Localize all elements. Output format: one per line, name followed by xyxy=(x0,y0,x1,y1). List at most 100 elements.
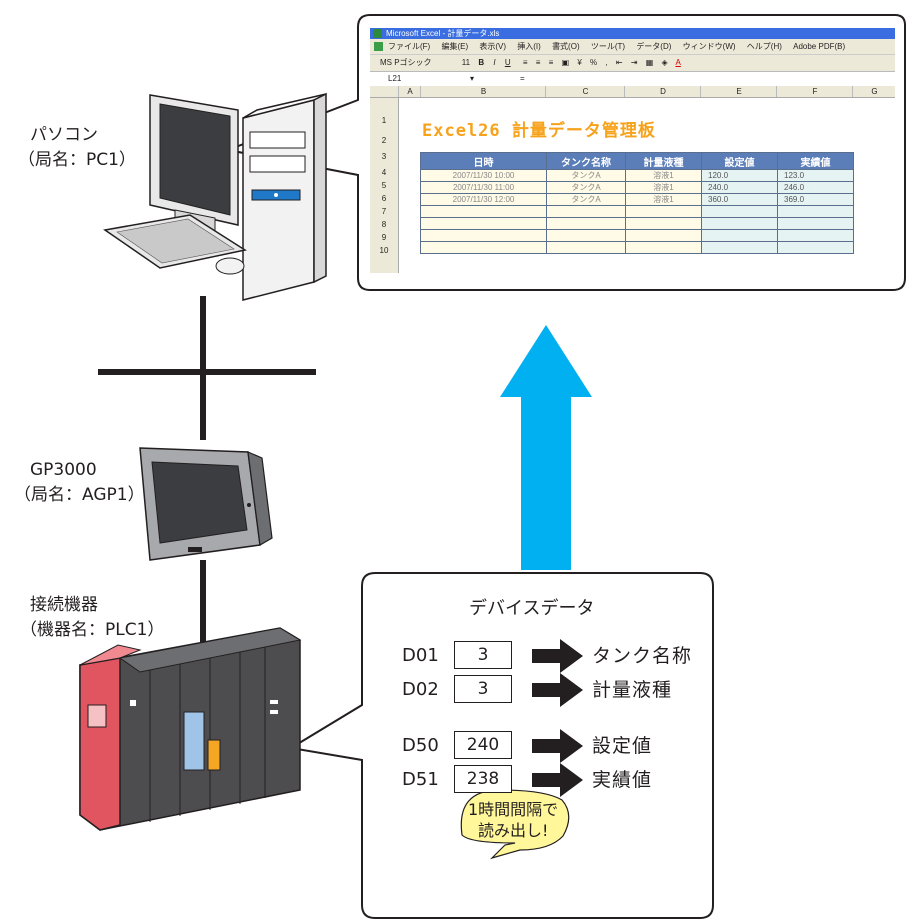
row-header[interactable]: 6 xyxy=(381,194,387,203)
table-cell[interactable]: 溶液1 xyxy=(625,181,702,194)
excel-window-title: Microsoft Excel - 計量データ.xls xyxy=(386,29,500,38)
row-header[interactable]: 5 xyxy=(381,181,387,190)
name-box-dropdown-icon[interactable]: ▾ xyxy=(470,74,475,83)
table-cell[interactable]: 2007/11/30 10:00 xyxy=(420,169,547,182)
formula-bar: L21 ▾ = xyxy=(370,72,895,87)
table-header-cell[interactable]: タンク名称 xyxy=(546,152,626,170)
table-cell[interactable]: 360.0 xyxy=(701,193,778,206)
table-cell[interactable] xyxy=(546,205,626,218)
sheet-title: Excel26 計量データ管理板 xyxy=(422,121,656,141)
table-cell[interactable] xyxy=(546,241,626,254)
table-cell[interactable] xyxy=(420,229,547,242)
name-box[interactable]: L21 xyxy=(388,74,402,83)
row-header[interactable]: 2 xyxy=(381,136,387,145)
gp-station-label: （局名：AGP1） xyxy=(14,485,145,505)
table-cell[interactable]: タンクA xyxy=(546,181,626,194)
align-center-icon[interactable]: ≡ xyxy=(535,58,541,67)
column-header[interactable]: A xyxy=(398,86,421,97)
table-cell[interactable] xyxy=(777,205,854,218)
table-cell[interactable]: 240.0 xyxy=(701,181,778,194)
table-cell[interactable]: タンクA xyxy=(546,169,626,182)
arrow-d50 xyxy=(532,729,583,763)
row-header[interactable]: 1 xyxy=(381,116,387,125)
table-cell[interactable] xyxy=(420,241,547,254)
device-target-label: 実績値 xyxy=(592,769,653,791)
menu-item[interactable]: 挿入(I) xyxy=(517,42,541,51)
table-cell[interactable] xyxy=(420,205,547,218)
table-header-cell[interactable]: 設定値 xyxy=(701,152,778,170)
column-header[interactable]: C xyxy=(545,86,625,97)
row-header[interactable]: 8 xyxy=(381,220,387,229)
font-size-select[interactable]: 11 xyxy=(461,58,471,67)
outdent-icon[interactable]: ⇥ xyxy=(630,58,638,67)
arrow-d02 xyxy=(532,673,583,707)
pc-name-label: パソコン xyxy=(30,125,98,145)
excel-menu-bar: ファイル(F) 編集(E) 表示(V) 挿入(I) 書式(O) ツール(T) デ… xyxy=(370,39,895,55)
table-cell[interactable] xyxy=(625,229,702,242)
table-row: 2007/11/30 12:00 タンクA 溶液1 360.0 369.0 xyxy=(420,193,854,206)
column-header[interactable]: D xyxy=(624,86,701,97)
column-header[interactable]: F xyxy=(776,86,853,97)
table-header-cell[interactable]: 計量液種 xyxy=(625,152,702,170)
row-header[interactable]: 9 xyxy=(381,233,387,242)
gp3000-illustration xyxy=(139,447,273,561)
borders-icon[interactable]: ▦ xyxy=(645,58,654,67)
column-header[interactable]: G xyxy=(852,86,895,97)
table-cell[interactable]: 246.0 xyxy=(777,181,854,194)
table-header-cell[interactable]: 日時 xyxy=(420,152,547,170)
fill-color-icon[interactable]: ◈ xyxy=(661,58,668,67)
percent-button[interactable]: % xyxy=(590,58,598,67)
table-cell[interactable] xyxy=(701,241,778,254)
indent-icon[interactable]: ⇤ xyxy=(615,58,623,67)
table-header-cell[interactable]: 実績値 xyxy=(777,152,854,170)
currency-icon[interactable]: ¥ xyxy=(577,58,582,67)
device-address: D01 xyxy=(402,645,439,666)
table-cell[interactable]: 120.0 xyxy=(701,169,778,182)
table-cell[interactable]: 溶液1 xyxy=(625,193,702,206)
underline-button[interactable]: U xyxy=(504,58,511,67)
menu-item[interactable]: Adobe PDF(B) xyxy=(793,42,846,51)
align-left-icon[interactable]: ≡ xyxy=(522,58,528,67)
excel-title-bar: Microsoft Excel - 計量データ.xls xyxy=(370,28,895,39)
column-header[interactable]: B xyxy=(420,86,546,97)
row-header[interactable]: 4 xyxy=(381,168,387,177)
table-cell[interactable]: 369.0 xyxy=(777,193,854,206)
table-cell[interactable] xyxy=(546,229,626,242)
menu-item[interactable]: ツール(T) xyxy=(590,42,626,51)
menu-item[interactable]: ヘルプ(H) xyxy=(746,42,782,51)
merge-cells-icon[interactable]: ▣ xyxy=(561,58,570,67)
bold-button[interactable]: B xyxy=(478,58,485,67)
table-cell[interactable]: 溶液1 xyxy=(625,169,702,182)
table-cell[interactable]: タンクA xyxy=(546,193,626,206)
italic-button[interactable]: I xyxy=(493,58,496,67)
comma-button[interactable]: , xyxy=(605,58,608,67)
table-cell[interactable] xyxy=(777,241,854,254)
table-cell[interactable]: 2007/11/30 12:00 xyxy=(420,193,547,206)
align-right-icon[interactable]: ≡ xyxy=(548,58,554,67)
table-cell[interactable] xyxy=(625,217,702,230)
table-cell[interactable] xyxy=(777,217,854,230)
menu-item[interactable]: 編集(E) xyxy=(441,42,469,51)
table-cell[interactable] xyxy=(625,205,702,218)
menu-item[interactable]: ファイル(F) xyxy=(388,42,431,51)
menu-item[interactable]: 表示(V) xyxy=(479,42,507,51)
font-color-button[interactable]: A xyxy=(675,58,681,67)
table-cell[interactable]: 2007/11/30 11:00 xyxy=(420,181,547,194)
font-name-select[interactable]: MS Pゴシック xyxy=(380,58,432,67)
menu-item[interactable]: 書式(O) xyxy=(552,42,580,51)
table-cell[interactable]: 123.0 xyxy=(777,169,854,182)
table-cell[interactable] xyxy=(701,229,778,242)
row-header[interactable]: 7 xyxy=(381,207,387,216)
table-cell[interactable] xyxy=(777,229,854,242)
table-cell[interactable] xyxy=(701,217,778,230)
menu-item[interactable]: ウィンドウ(W) xyxy=(682,42,736,51)
column-header[interactable]: E xyxy=(700,86,777,97)
table-cell[interactable] xyxy=(701,205,778,218)
row-header[interactable]: 3 xyxy=(381,152,387,161)
row-header[interactable]: 10 xyxy=(379,246,389,255)
menu-item[interactable]: データ(D) xyxy=(636,42,672,51)
table-cell[interactable] xyxy=(420,217,547,230)
table-cell[interactable] xyxy=(625,241,702,254)
note-line-2: 読み出し! xyxy=(478,821,549,840)
table-cell[interactable] xyxy=(546,217,626,230)
